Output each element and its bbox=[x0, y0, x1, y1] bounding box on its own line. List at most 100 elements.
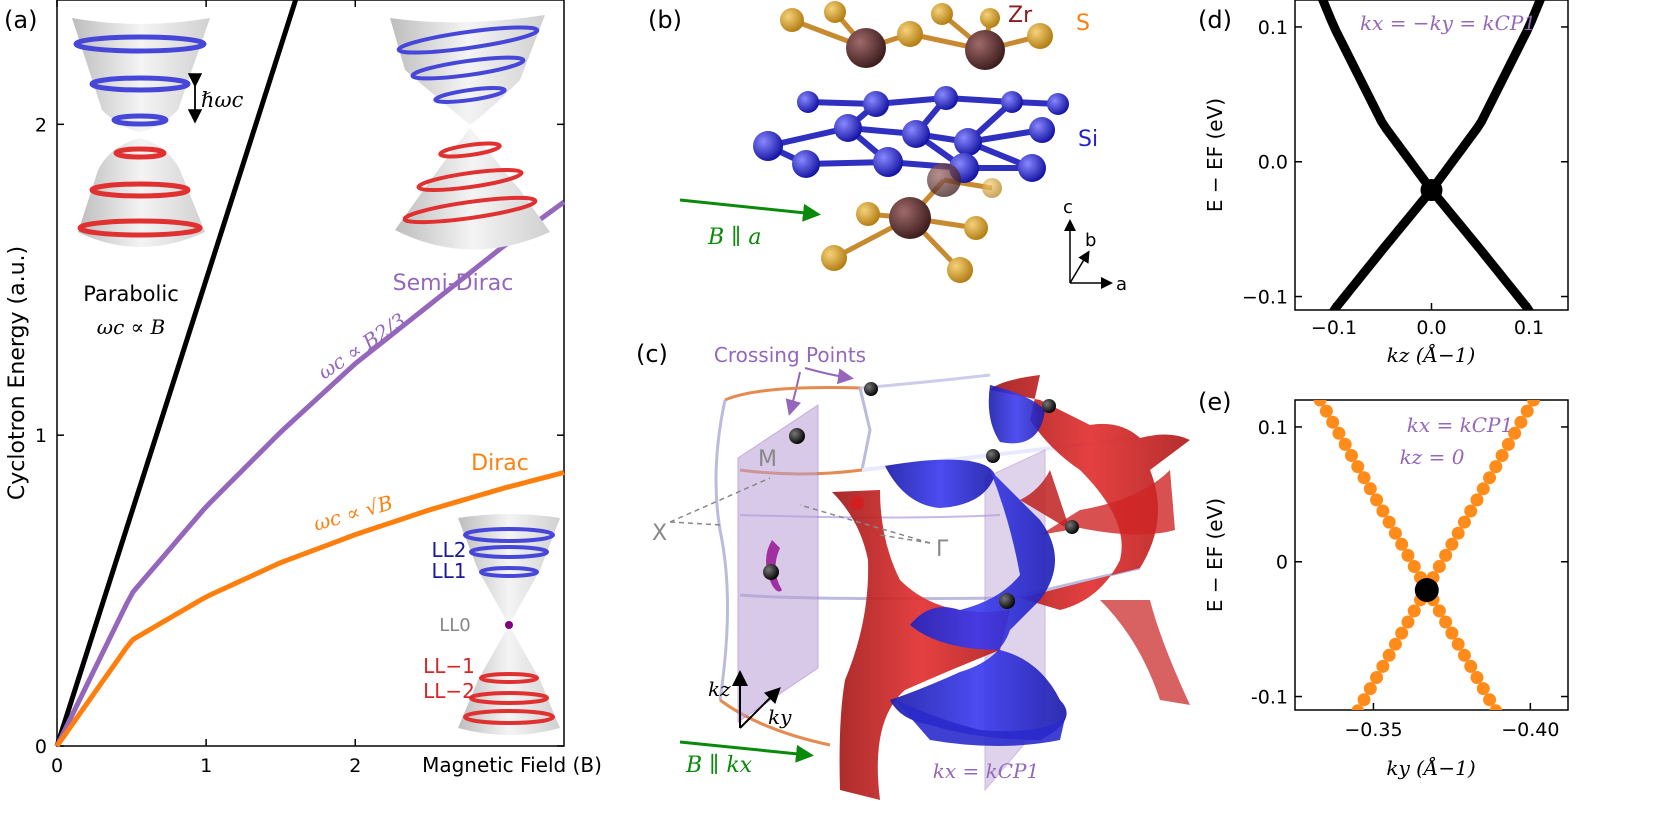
band-point bbox=[1314, 771, 1327, 784]
band-point bbox=[1489, 460, 1503, 474]
kz-label: kz bbox=[708, 677, 731, 701]
dirac-curve bbox=[54, 470, 565, 748]
band-point bbox=[1483, 693, 1497, 707]
fermi-surface-red bbox=[832, 375, 1190, 800]
band-point bbox=[1521, 760, 1534, 773]
band-point bbox=[1395, 537, 1409, 551]
parabolic-bands-illustration: ℏωc bbox=[72, 18, 244, 247]
band-point bbox=[1382, 515, 1396, 529]
panel-a-ylabel: Cyclotron Energy (a.u.) bbox=[5, 246, 30, 500]
panel-e-ytick-label: 0 bbox=[1276, 552, 1288, 574]
panel-a-label: (a) bbox=[4, 6, 37, 34]
band-point bbox=[1445, 626, 1459, 640]
fermi-surface-blue bbox=[885, 385, 1067, 746]
band-point bbox=[1489, 704, 1503, 710]
band-point bbox=[1401, 615, 1415, 629]
band-point bbox=[1351, 460, 1365, 474]
band-point bbox=[1464, 504, 1478, 518]
panel-d-annotation: kx = −ky = kCP1 bbox=[1360, 11, 1536, 35]
panel-e-ylabel: E − EF (eV) bbox=[1203, 498, 1227, 612]
field-label-b: B ∥ a bbox=[707, 225, 761, 250]
crossing-points-label: Crossing Points bbox=[714, 343, 866, 367]
band-point bbox=[1407, 604, 1421, 618]
panel-d-xtick-label: −0.1 bbox=[1311, 317, 1357, 339]
dirac-label: Dirac bbox=[471, 451, 529, 476]
panel-d-xtick-label: 0.1 bbox=[1514, 317, 1544, 339]
panel-a-ytick-label: 1 bbox=[35, 425, 47, 447]
panel-a-frame bbox=[56, 0, 565, 747]
band-point bbox=[1357, 471, 1371, 485]
panel-e-annotation-1: kx = kCP1 bbox=[1407, 413, 1513, 437]
panel-e-ytick-label: -0.1 bbox=[1251, 687, 1288, 709]
band-point bbox=[1357, 693, 1371, 707]
parabolic-formula: ωc ∝ B bbox=[97, 315, 165, 339]
panel-d-label: (d) bbox=[1198, 6, 1232, 34]
band-point bbox=[1344, 448, 1358, 462]
plane-label: kx = kCP1 bbox=[933, 759, 1039, 783]
si-label: Si bbox=[1078, 127, 1098, 152]
panel-a-ytick-label: 2 bbox=[35, 114, 47, 136]
band-point bbox=[1432, 559, 1446, 573]
band-point bbox=[1319, 404, 1333, 418]
panel-d-ytick-label: −0.1 bbox=[1242, 287, 1288, 309]
landau-level-label: LL2 bbox=[431, 538, 466, 562]
band-point bbox=[1395, 626, 1409, 640]
band-point bbox=[1445, 537, 1459, 551]
parabolic-label: Parabolic bbox=[83, 282, 178, 306]
hbar-omega-label: ℏωc bbox=[201, 88, 244, 112]
band-point bbox=[1370, 493, 1384, 507]
panel-d-xlabel: kz (Å−1) bbox=[1387, 342, 1476, 367]
lattice-axes: c b a bbox=[1063, 197, 1127, 295]
panel-e-xtick-label: −0.35 bbox=[1344, 719, 1402, 741]
dirac-cone-illustration bbox=[458, 514, 560, 735]
plane-kcp1-left bbox=[737, 404, 819, 723]
axis-c-label: c bbox=[1063, 197, 1073, 218]
ky-axis bbox=[739, 687, 781, 729]
band-point bbox=[1476, 482, 1490, 496]
band-point bbox=[1439, 548, 1453, 562]
band-point bbox=[1326, 415, 1340, 429]
panel-c: (c) Crossing Points bbox=[636, 340, 1190, 800]
panel-e-xtick-label: −0.40 bbox=[1501, 719, 1559, 741]
panel-d-xtick-label: 0.0 bbox=[1416, 317, 1446, 339]
panel-a-ytick-label: 0 bbox=[35, 736, 47, 758]
panel-e-label: (e) bbox=[1198, 388, 1232, 416]
crossing-point bbox=[1420, 179, 1443, 202]
band-point bbox=[1388, 637, 1402, 651]
parabolic-curve bbox=[54, 0, 298, 747]
band-point bbox=[1326, 749, 1339, 762]
band-point bbox=[1363, 482, 1377, 496]
band-point bbox=[1407, 559, 1421, 573]
band-point bbox=[1457, 515, 1471, 529]
band-point bbox=[1464, 659, 1478, 673]
band-point bbox=[1363, 682, 1377, 696]
Gamma-point-label: Γ bbox=[936, 537, 949, 562]
semidirac-curve bbox=[54, 200, 566, 748]
panel-a-curves bbox=[54, 0, 566, 748]
panel-a-xtick-label: 0 bbox=[51, 755, 63, 777]
semidirac-bands-illustration bbox=[390, 15, 550, 250]
panel-e-ytick-label: 0.1 bbox=[1258, 417, 1288, 439]
band-point bbox=[1470, 493, 1484, 507]
band-point bbox=[1527, 771, 1540, 784]
panel-d-ytick-label: 0.0 bbox=[1258, 152, 1288, 174]
X-point-label: X bbox=[652, 521, 667, 546]
panel-d-frame bbox=[1294, 0, 1569, 311]
field-arrow-c bbox=[679, 740, 814, 763]
symmetry-guides bbox=[669, 477, 931, 544]
landau-level-label: LL−2 bbox=[423, 679, 475, 703]
band-point bbox=[1376, 659, 1390, 673]
panel-a-xtick-label: 1 bbox=[200, 755, 212, 777]
band-point bbox=[1451, 637, 1465, 651]
band-point bbox=[1476, 682, 1490, 696]
band-point bbox=[1401, 548, 1415, 562]
panel-e: (e) −0.35−0.400.10-0.1 kx = kCP1 kz = 0 … bbox=[1198, 388, 1569, 784]
panel-d-ylabel: E − EF (eV) bbox=[1203, 98, 1227, 212]
band-point bbox=[1351, 704, 1365, 710]
band-point bbox=[1457, 648, 1471, 662]
axis-a-label: a bbox=[1116, 274, 1127, 295]
